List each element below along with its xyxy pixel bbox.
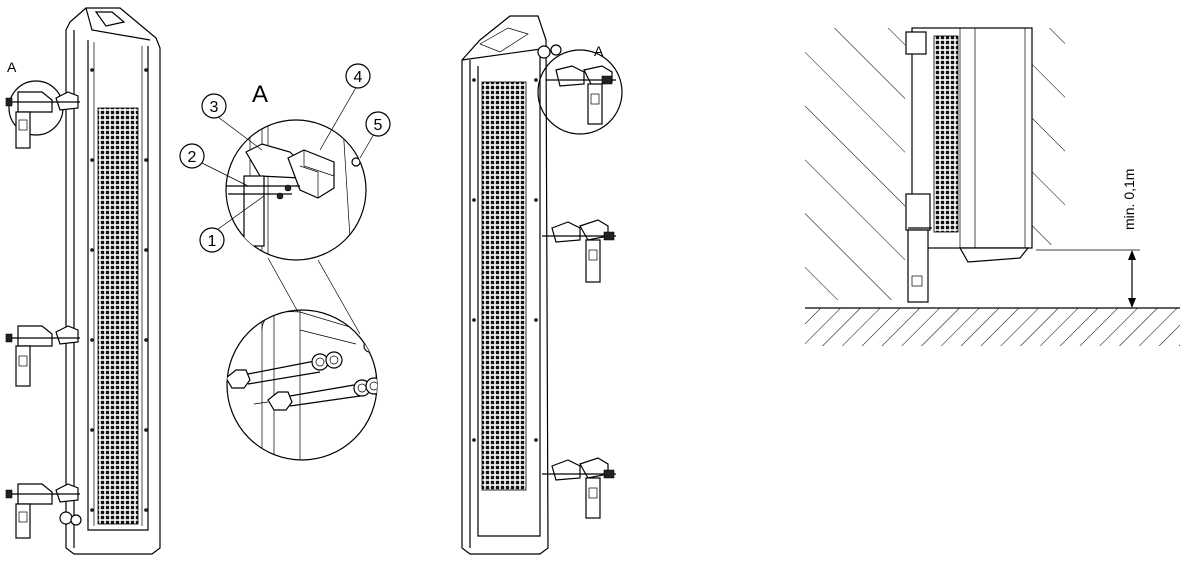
grille-section bbox=[933, 35, 959, 233]
detail-circle-a-right bbox=[537, 49, 623, 135]
bracket-center-bottom bbox=[542, 457, 616, 519]
bracket-left-bottom bbox=[5, 483, 82, 539]
detail-a-title: A bbox=[252, 81, 268, 108]
bracket-left-mid bbox=[5, 325, 80, 387]
wall-hatch bbox=[805, 28, 905, 300]
callout-1: 1 bbox=[208, 233, 217, 250]
bracket-left-top bbox=[5, 80, 80, 149]
callout-2: 2 bbox=[188, 149, 197, 166]
detail-zoom bbox=[226, 309, 378, 461]
callout-4: 4 bbox=[354, 69, 363, 86]
callout-5: 5 bbox=[374, 117, 383, 134]
heater-left bbox=[65, 7, 161, 555]
bracket-center-top bbox=[537, 49, 623, 135]
floor-hatch bbox=[805, 308, 1180, 346]
label-a-right: A bbox=[594, 43, 604, 59]
detail-a: 4 3 2 1 5 A bbox=[179, 63, 391, 335]
label-a-left: A bbox=[7, 59, 17, 75]
min-clearance-label: min. 0,1m bbox=[1121, 169, 1137, 230]
grille-left bbox=[97, 107, 139, 525]
heater-center bbox=[461, 15, 562, 555]
bracket-center-mid bbox=[542, 219, 616, 283]
side-section: min. 0,1m bbox=[805, 27, 1180, 346]
grille-center bbox=[481, 81, 527, 491]
callout-3: 3 bbox=[210, 99, 219, 116]
detail-a-circle bbox=[225, 119, 367, 261]
